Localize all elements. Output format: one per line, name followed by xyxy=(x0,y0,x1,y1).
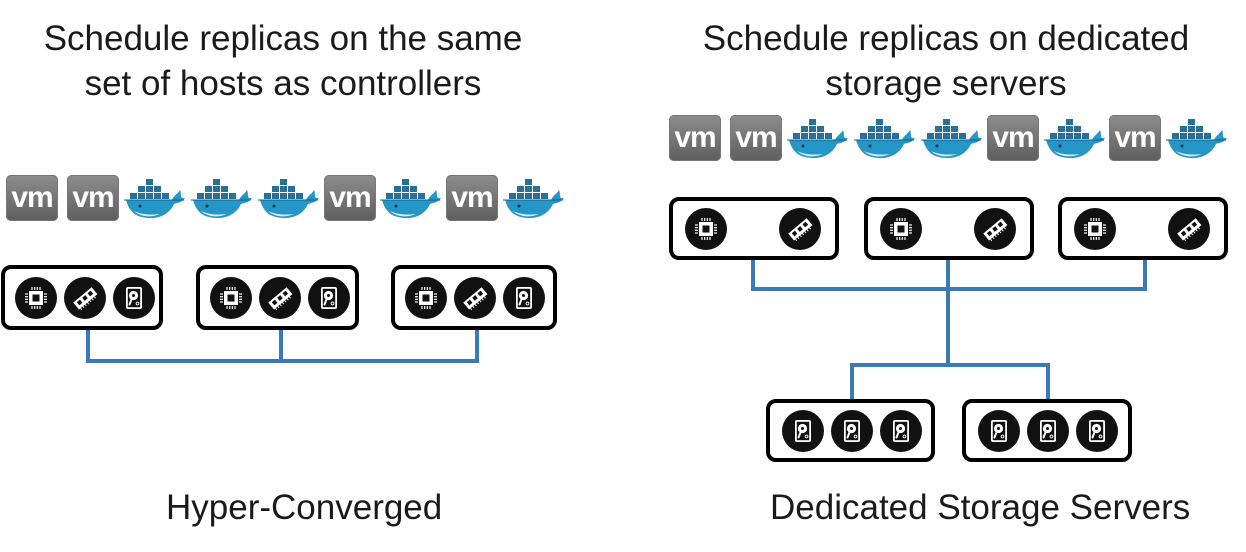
docker-container-icon xyxy=(787,113,849,161)
docker-container-icon xyxy=(380,173,442,221)
disk-icon xyxy=(978,410,1020,452)
vmware-vm-icon: vm xyxy=(6,175,58,221)
vmware-vm-icon: vm xyxy=(67,175,119,221)
docker-container-icon xyxy=(503,173,565,221)
left-title-line1: Schedule replicas on the same xyxy=(43,19,523,58)
vmware-vm-icon: vm xyxy=(324,175,376,221)
cpu-icon xyxy=(880,208,922,250)
cpu-icon xyxy=(15,277,57,319)
docker-container-icon xyxy=(124,173,186,221)
vmware-vm-icon: vm xyxy=(987,115,1039,161)
ram-icon xyxy=(259,277,301,319)
right-caption: Dedicated Storage Servers xyxy=(770,488,1191,527)
docker-container-icon xyxy=(191,173,253,221)
ram-icon xyxy=(1168,208,1210,250)
ram-icon xyxy=(64,277,106,319)
right-title-line2: storage servers xyxy=(825,64,1067,103)
vmware-vm-icon: vm xyxy=(669,115,721,161)
ram-icon xyxy=(974,208,1016,250)
docker-container-icon xyxy=(258,173,320,221)
docker-container-icon xyxy=(1044,113,1106,161)
vmware-vm-icon: vm xyxy=(446,175,498,221)
left-title: Schedule replicas on the same set of hos… xyxy=(0,16,566,106)
disk-icon xyxy=(782,410,824,452)
disk-icon xyxy=(1076,410,1118,452)
right-title-line1: Schedule replicas on dedicated xyxy=(702,19,1190,58)
left-title-line2: set of hosts as controllers xyxy=(84,64,482,103)
vmware-vm-icon: vm xyxy=(730,115,782,161)
right-title: Schedule replicas on dedicated storage s… xyxy=(666,16,1226,106)
cpu-icon xyxy=(685,208,727,250)
cpu-icon xyxy=(210,277,252,319)
docker-container-icon xyxy=(854,113,916,161)
disk-icon xyxy=(880,410,922,452)
disk-icon xyxy=(1027,410,1069,452)
cpu-icon xyxy=(1074,208,1116,250)
disk-icon xyxy=(113,277,155,319)
disk-icon xyxy=(503,277,545,319)
docker-container-icon xyxy=(1166,113,1228,161)
ram-icon xyxy=(779,208,821,250)
ram-icon xyxy=(454,277,496,319)
docker-container-icon xyxy=(921,113,983,161)
left-caption: Hyper-Converged xyxy=(166,488,443,527)
disk-icon xyxy=(308,277,350,319)
cpu-icon xyxy=(405,277,447,319)
disk-icon xyxy=(831,410,873,452)
right-storage-wire xyxy=(850,363,1050,400)
vmware-vm-icon: vm xyxy=(1109,115,1161,161)
